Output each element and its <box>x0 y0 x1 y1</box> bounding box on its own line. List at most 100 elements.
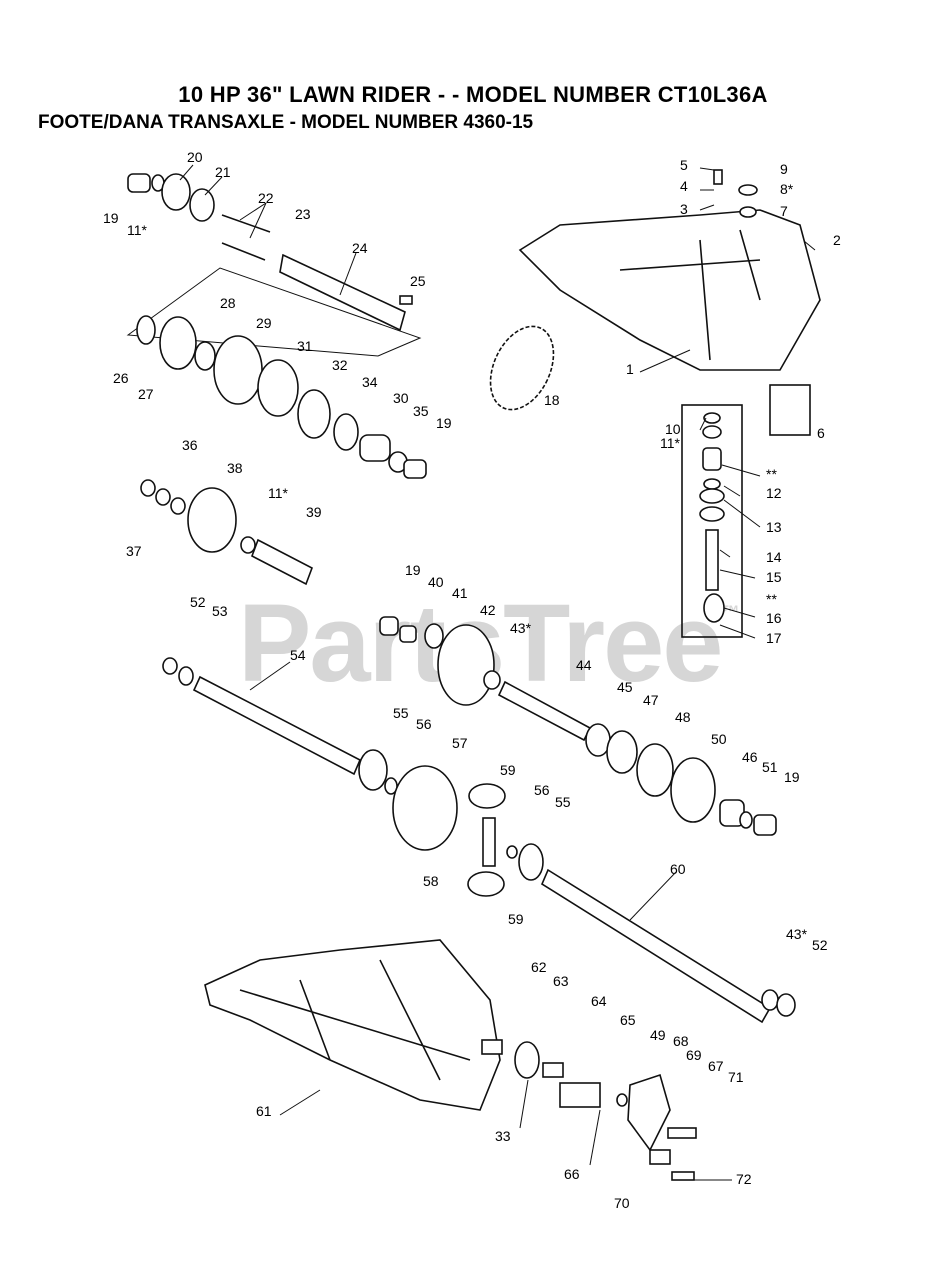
callout-label: 68 <box>673 1033 689 1049</box>
pad-part <box>542 1062 564 1078</box>
callout-label: 48 <box>675 709 691 725</box>
gear-part <box>257 359 299 417</box>
gear-part <box>187 487 237 553</box>
gear-stack-group <box>136 315 427 479</box>
washer-part <box>702 425 722 439</box>
disc-part <box>437 624 495 706</box>
washer-part <box>738 184 758 196</box>
gear-part <box>161 173 191 211</box>
cluster-gear-group <box>140 479 313 586</box>
callout-label: 1 <box>626 361 634 377</box>
callout-label: 49 <box>650 1027 666 1043</box>
oring-part <box>703 478 721 490</box>
washer-part <box>140 479 156 497</box>
callout-label: 11* <box>127 222 148 238</box>
input-shaft-group <box>126 173 422 357</box>
bearing-part <box>403 459 427 479</box>
callout-label: 21 <box>215 164 231 180</box>
pad-part <box>481 1039 503 1055</box>
pulley-part <box>189 188 215 222</box>
callout-label: 65 <box>620 1012 636 1028</box>
callout-label: 45 <box>617 679 633 695</box>
callout-label: 41 <box>452 585 468 601</box>
callout-label: 5 <box>680 157 688 173</box>
callout-label: 16 <box>766 610 782 626</box>
callout-label: 25 <box>410 273 426 289</box>
pin-part <box>399 295 413 305</box>
upper-housing-group <box>518 169 821 638</box>
callout-label: 50 <box>711 731 727 747</box>
callout-label: 38 <box>227 460 243 476</box>
callout-label: 13 <box>766 519 782 535</box>
callout-label: 22 <box>258 190 274 206</box>
callout-label: 32 <box>332 357 348 373</box>
countershaft-part <box>497 680 592 742</box>
callout-label: 11* <box>268 485 289 501</box>
callout-label: 55 <box>393 705 409 721</box>
middle-gears-group <box>162 616 796 1024</box>
shift-assembly-box <box>681 404 743 638</box>
gear-part <box>703 593 725 623</box>
washer-part <box>240 536 256 554</box>
callout-label: 35 <box>413 403 429 419</box>
callout-label: 30 <box>393 390 409 406</box>
upper-housing-part <box>518 209 821 371</box>
callout-label: 24 <box>352 240 368 256</box>
callout-label: 57 <box>452 735 468 751</box>
ring-gear-part <box>392 765 458 851</box>
callout-label: 72 <box>736 1171 752 1187</box>
axle-shaft-part <box>192 675 362 776</box>
washer-part <box>483 670 501 690</box>
washer-part <box>506 845 518 859</box>
callout-label: 63 <box>553 973 569 989</box>
bushing-part <box>702 447 722 471</box>
callout-label: 3 <box>680 201 688 217</box>
callout-label: 23 <box>295 206 311 222</box>
callout-label: 59 <box>508 911 524 927</box>
sprocket-part <box>159 316 197 370</box>
bolt-part <box>713 169 723 185</box>
callout-label: 19 <box>784 769 800 785</box>
callout-label: 40 <box>428 574 444 590</box>
ring-part <box>776 993 796 1017</box>
callout-label: 31 <box>297 338 313 354</box>
callout-label: 17 <box>766 630 782 646</box>
callout-label: 12 <box>766 485 782 501</box>
callout-label: 19 <box>436 415 452 431</box>
callout-label: 14 <box>766 549 782 565</box>
callout-label: 27 <box>138 386 154 402</box>
callout-label: 11* <box>660 435 681 451</box>
callout-label: 43* <box>786 926 808 942</box>
ring-part <box>162 657 178 675</box>
callout-label: 42 <box>480 602 496 618</box>
pinion-part <box>468 783 506 809</box>
gear-part <box>636 743 674 797</box>
callout-label: 59 <box>500 762 516 778</box>
washer-part <box>739 811 753 829</box>
bolt-part <box>671 1171 695 1181</box>
key-part <box>221 242 266 261</box>
washer-part <box>739 206 757 218</box>
bearing-part <box>127 173 151 193</box>
bevel-gear-part <box>518 843 544 881</box>
callout-label: 44 <box>576 657 592 673</box>
callout-label: 8* <box>780 181 794 197</box>
shaft-part <box>279 253 406 332</box>
washer-part <box>178 666 194 686</box>
callout-label: 51 <box>762 759 778 775</box>
callout-label: 46 <box>742 749 758 765</box>
callout-label: 52 <box>812 937 828 953</box>
callout-label: 71 <box>728 1069 744 1085</box>
caliper-part <box>559 1082 601 1108</box>
washer-part <box>699 488 725 504</box>
housing-detail <box>619 229 761 361</box>
gear-part <box>424 623 444 649</box>
callout-label: 34 <box>362 374 378 390</box>
callout-label: 9 <box>780 161 788 177</box>
bearing-part <box>753 814 777 836</box>
washer-part <box>155 488 171 506</box>
axle-shaft-part <box>540 868 772 1024</box>
callout-label: 4 <box>680 178 688 194</box>
cross-shaft-part <box>482 817 496 867</box>
gear-part <box>333 413 359 451</box>
